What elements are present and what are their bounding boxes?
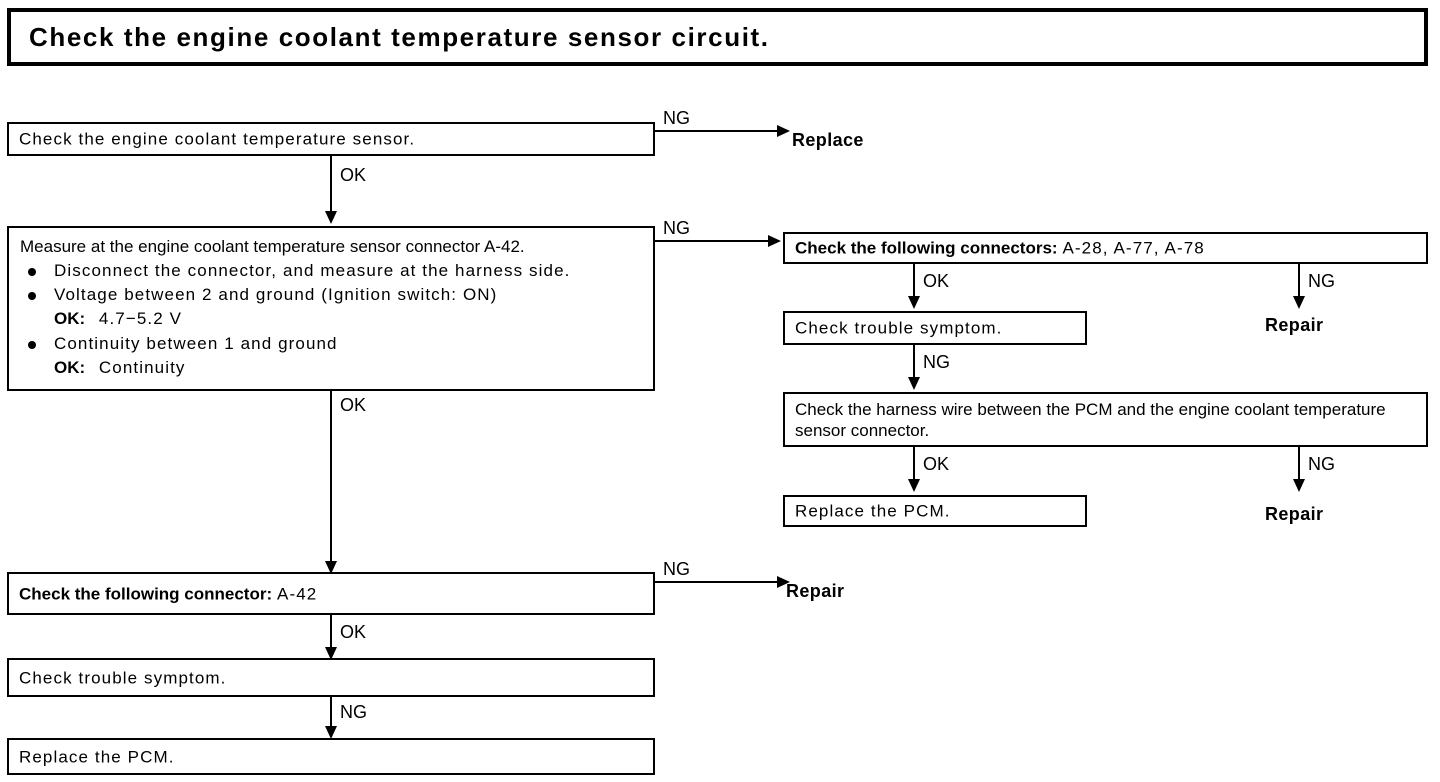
left-step2-ng-line — [655, 240, 768, 242]
right-step1-ng-line — [1298, 264, 1300, 300]
page-title: Check the engine coolant temperature sen… — [29, 22, 770, 52]
right-step1-label: Check the following connectors: A-28, A-… — [795, 237, 1420, 258]
right-step3-ng-label: NG — [1308, 454, 1335, 474]
left-step2-heading: Measure at the engine coolant temperatur… — [20, 237, 525, 256]
bullet-dot-icon — [28, 340, 36, 349]
list-item: Disconnect the connector, and measure at… — [20, 259, 645, 283]
left-step5-label: Replace the PCM. — [19, 746, 175, 766]
left-step2-bullet-2: Voltage between 2 and ground (Ignition s… — [54, 285, 498, 305]
left-step1-label: Check the engine coolant temperature sen… — [19, 129, 416, 149]
bullet-dot-icon — [28, 268, 36, 277]
right-step1-ng-label: NG — [1308, 271, 1335, 291]
right-step1-box[interactable]: Check the following connectors: A-28, A-… — [783, 232, 1428, 264]
left-step3-ng-arrowhead — [777, 576, 790, 588]
right-step1-ok-line — [913, 264, 915, 299]
left-step3-ng-result: Repair — [786, 581, 845, 601]
left-step1-ok-line — [330, 156, 332, 213]
right-step3-ok-label: OK — [923, 454, 950, 474]
left-step2-ok-label: OK — [340, 395, 367, 415]
left-step3-box[interactable]: Check the following connector: A-42 — [7, 572, 655, 615]
left-step2-sub-2: OK: Continuity — [20, 356, 645, 380]
bullet-dot-icon — [28, 292, 36, 301]
right-step3-ng-line — [1298, 447, 1300, 481]
left-step2-sub1-label: OK: — [54, 309, 86, 329]
left-step3-ok-line — [330, 615, 332, 651]
right-step1-label-bold: Check the following connectors: — [795, 238, 1058, 258]
left-step3-label-plain: A-42 — [272, 583, 318, 603]
left-step4-box[interactable]: Check trouble symptom. — [7, 658, 655, 697]
left-step3-ok-label: OK — [340, 622, 367, 642]
left-step2-ng-arrowhead — [768, 235, 781, 247]
left-step4-ng-label: NG — [340, 702, 367, 722]
left-step1-ok-arrowhead — [325, 211, 337, 224]
left-step2-ng-label: NG — [663, 218, 690, 238]
page-title-box: Check the engine coolant temperature sen… — [7, 8, 1428, 66]
right-step3-ok-arrowhead — [908, 479, 920, 492]
left-step3-label-bold: Check the following connector: — [19, 583, 273, 603]
right-step2-box[interactable]: Check trouble symptom. — [783, 311, 1087, 345]
right-step3-ok-line — [913, 447, 915, 481]
left-step2-sub2-value: Continuity — [98, 357, 186, 377]
left-step1-ok-label: OK — [340, 165, 367, 185]
left-step1-ng-result: Replace — [792, 130, 864, 150]
right-step2-label: Check trouble symptom. — [795, 318, 1003, 338]
right-step1-ok-arrowhead — [908, 296, 920, 309]
left-step2-sub-1: OK: 4.7−5.2 V — [20, 307, 645, 331]
right-step3-ng-result: Repair — [1265, 504, 1324, 524]
left-step4-label: Check trouble symptom. — [19, 667, 227, 687]
left-step2-sub1-value: 4.7−5.2 V — [98, 309, 183, 329]
left-step2-ok-arrowhead — [325, 561, 337, 574]
right-step3-ng-arrowhead — [1293, 479, 1305, 492]
left-step2-box[interactable]: Measure at the engine coolant temperatur… — [7, 226, 655, 391]
left-step3-ng-line — [655, 581, 777, 583]
left-step4-ng-line — [330, 697, 332, 730]
left-step3-ok-arrowhead — [325, 647, 337, 660]
left-step3-label: Check the following connector: A-42 — [19, 583, 647, 604]
left-step1-ng-line — [655, 130, 777, 132]
left-step2-content: Measure at the engine coolant temperatur… — [20, 235, 645, 380]
left-step5-box[interactable]: Replace the PCM. — [7, 738, 655, 775]
right-step3-label: Check the harness wire between the PCM a… — [795, 399, 1386, 440]
list-item: Continuity between 1 and ground — [20, 332, 645, 356]
right-step1-label-plain: A-28, A-77, A-78 — [1057, 238, 1205, 258]
list-item: Voltage between 2 and ground (Ignition s… — [20, 283, 645, 307]
right-step4-box[interactable]: Replace the PCM. — [783, 495, 1087, 527]
left-step4-ng-arrowhead — [325, 726, 337, 739]
left-step1-ng-arrowhead — [777, 125, 790, 137]
right-step1-ok-label: OK — [923, 271, 950, 291]
right-step1-ng-result: Repair — [1265, 315, 1324, 335]
right-step2-ng-label: NG — [923, 352, 950, 372]
right-step2-ng-line — [913, 345, 915, 379]
left-step3-ng-label: NG — [663, 559, 690, 579]
left-step2-ok-line — [330, 391, 332, 563]
left-step1-ng-label: NG — [663, 108, 690, 128]
right-step1-ng-arrowhead — [1293, 296, 1305, 309]
left-step2-bullet-list: Disconnect the connector, and measure at… — [20, 259, 645, 380]
left-step2-bullet-1: Disconnect the connector, and measure at… — [54, 261, 571, 281]
left-step2-bullet-3: Continuity between 1 and ground — [54, 333, 338, 353]
right-step4-label: Replace the PCM. — [795, 501, 951, 521]
left-step2-sub2-label: OK: — [54, 357, 86, 377]
right-step3-box[interactable]: Check the harness wire between the PCM a… — [783, 392, 1428, 447]
left-step1-box[interactable]: Check the engine coolant temperature sen… — [7, 122, 655, 156]
right-step2-ng-arrowhead — [908, 377, 920, 390]
